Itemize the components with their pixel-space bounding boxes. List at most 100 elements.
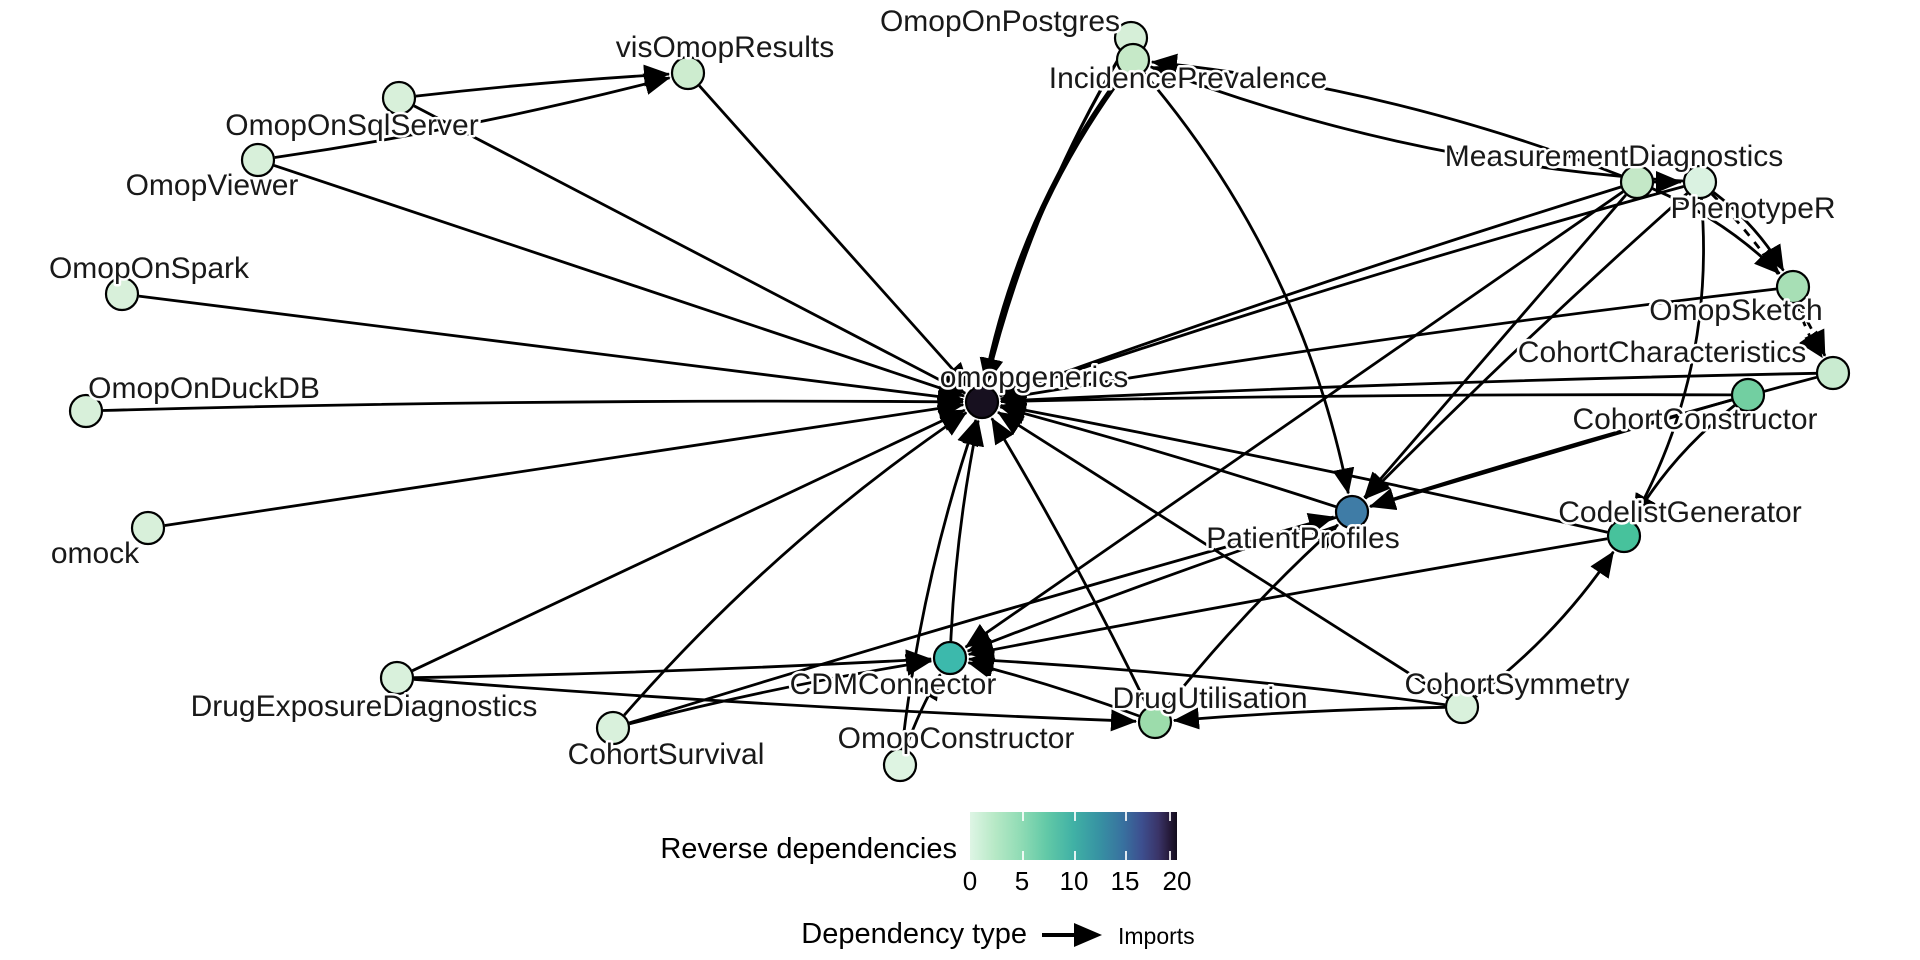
edge-CohortSymmetry-to-omopgenerics xyxy=(997,411,1449,700)
edges-layer xyxy=(102,51,1827,750)
node-DrugUtilisation xyxy=(1137,704,1173,740)
edge-CohortCharacteristics-to-omopgenerics xyxy=(1000,371,1817,411)
node-PatientProfiles xyxy=(1334,494,1370,530)
edge-DrugExposureDiagnostics-to-CDMConnector xyxy=(413,649,932,680)
node-label-OmopViewer: OmopViewer xyxy=(126,169,299,202)
node-OmopOnSqlServer xyxy=(381,80,417,116)
node-OmopConstructor xyxy=(882,747,918,783)
edge-OmopViewer-to-visOmopResults xyxy=(274,73,671,159)
colorbar-tick-mark xyxy=(1074,812,1076,821)
edge-OmopOnSqlServer-to-omopgenerics xyxy=(413,104,967,395)
node-omopgenerics xyxy=(964,384,1000,420)
colorbar-title: Reverse dependencies xyxy=(660,833,957,865)
edge-CohortConstructor-to-CodelistGenerator xyxy=(1632,404,1736,521)
colorbar-tick-15: 15 xyxy=(1110,866,1140,896)
imports-arrow-icon xyxy=(1042,923,1102,947)
node-label-OmopOnDuckDB: OmopOnDuckDB xyxy=(88,372,320,405)
edge-DrugExposureDiagnostics-to-DrugUtilisation xyxy=(413,677,1137,732)
node-label-PhenotypeR: PhenotypeR xyxy=(1670,192,1835,225)
node-OmopOnDuckDB xyxy=(68,393,104,429)
edge-DrugUtilisation-to-PatientProfiles xyxy=(1164,523,1339,710)
node-label-DrugUtilisation: DrugUtilisation xyxy=(1112,682,1307,715)
node-label-visOmopResults: visOmopResults xyxy=(616,31,834,64)
node-CohortSurvival xyxy=(595,710,631,746)
node-OmopOnSpark xyxy=(104,276,140,312)
edge-CohortSymmetry-to-DrugUtilisation xyxy=(1172,705,1446,730)
edge-DrugUtilisation-to-omopgenerics xyxy=(990,417,1149,708)
node-CohortConstructor xyxy=(1730,377,1766,413)
node-label-PatientProfiles: PatientProfiles xyxy=(1206,522,1399,555)
edge-PhenotypeR-to-OmopSketch xyxy=(1712,191,1785,272)
edge-OmopOnSpark-to-omopgenerics xyxy=(138,294,965,408)
colorbar-tick-mark xyxy=(1022,851,1024,860)
edge-CohortConstructor-to-PatientProfiles xyxy=(1369,398,1733,511)
node-label-OmopOnSqlServer: OmopOnSqlServer xyxy=(225,109,478,142)
edge-PhenotypeR-to-omopgenerics xyxy=(999,185,1684,399)
edge-MeasurementDiagnostics-to-IncidencePrevalence xyxy=(1150,53,1622,178)
node-label-omopgenerics: omopgenerics xyxy=(940,361,1128,394)
node-label-omock: omock xyxy=(51,537,140,570)
nodes-layer xyxy=(68,20,1851,783)
node-OmopSketch xyxy=(1775,269,1811,305)
node-IncidencePrevalence xyxy=(1115,42,1151,78)
edge-CDMConnector-to-omopgenerics xyxy=(949,419,984,642)
reverse-dependencies-colorbar xyxy=(970,812,1177,860)
colorbar-tick-mark xyxy=(1074,851,1076,860)
edge-IncidencePrevalence-to-PatientProfiles xyxy=(1142,72,1355,495)
labels-layer: visOmopResultsOmopOnSqlServerOmopViewerO… xyxy=(46,3,1838,774)
edge-OmopOnSqlServer-to-visOmopResults xyxy=(415,64,670,98)
node-label-OmopOnPostgres: OmopOnPostgres xyxy=(880,5,1120,38)
edge-CohortSymmetry-to-CDMConnector xyxy=(968,649,1446,707)
node-label-MeasurementDiagnostics: MeasurementDiagnostics xyxy=(1445,140,1783,173)
node-PhenotypeR xyxy=(1682,164,1718,200)
node-MeasurementDiagnostics xyxy=(1619,164,1655,200)
edge-omock-to-omopgenerics xyxy=(164,397,965,527)
node-visOmopResults xyxy=(670,55,706,91)
colorbar-tick-mark xyxy=(1169,851,1171,860)
edge-CohortSymmetry-to-CodelistGenerator xyxy=(1474,550,1615,698)
node-label-OmopSketch: OmopSketch xyxy=(1649,294,1822,327)
edge-DrugUtilisation-to-CDMConnector xyxy=(967,658,1140,718)
colorbar-tick-20: 20 xyxy=(1162,866,1192,896)
edge-CohortConstructor-to-omopgenerics xyxy=(1000,390,1732,413)
node-CohortSymmetry xyxy=(1444,689,1480,725)
edge-visOmopResults-to-omopgenerics xyxy=(698,84,971,389)
node-CDMConnector xyxy=(932,640,968,676)
edge-PhenotypeR-to-PatientProfiles xyxy=(1364,192,1689,500)
node-label-CodelistGenerator: CodelistGenerator xyxy=(1558,496,1801,529)
node-label-CohortSymmetry: CohortSymmetry xyxy=(1404,668,1629,701)
edge-MeasurementDiagnostics-to-omopgenerics xyxy=(998,185,1622,398)
edge-OmopSketch-to-omopgenerics xyxy=(999,287,1777,406)
edge-OmopOnDuckDB-to-omopgenerics xyxy=(102,390,964,413)
node-label-CDMConnector: CDMConnector xyxy=(790,668,997,701)
colorbar-tick-0: 0 xyxy=(962,866,978,896)
edge-IncidencePrevalence-to-omopgenerics xyxy=(979,72,1126,385)
edge-CohortSurvival-to-CDMConnector xyxy=(629,654,933,726)
node-DrugExposureDiagnostics xyxy=(379,660,415,696)
edge-PhenotypeR-to-IncidencePrevalence xyxy=(1149,65,1684,183)
edge-OmopViewer-to-omopgenerics xyxy=(273,164,965,399)
colorbar-tick-mark xyxy=(1125,812,1127,821)
node-OmopViewer xyxy=(240,142,276,178)
edge-PhenotypeR-to-CodelistGenerator xyxy=(1631,198,1705,521)
imports-legend-label: Imports xyxy=(1118,923,1195,949)
edge-PatientProfiles-to-CDMConnector xyxy=(966,516,1337,653)
colorbar-tick-10: 10 xyxy=(1059,866,1089,896)
node-omock xyxy=(130,510,166,546)
node-label-OmopConstructor: OmopConstructor xyxy=(838,722,1075,755)
colorbar-tick-5: 5 xyxy=(1014,866,1030,896)
edge-CohortSurvival-to-omopgenerics xyxy=(623,411,968,717)
node-label-CohortSurvival: CohortSurvival xyxy=(568,738,765,771)
edge-MeasurementDiagnostics-to-PatientProfiles xyxy=(1363,193,1627,499)
colorbar-tick-mark xyxy=(1022,812,1024,821)
node-label-CohortConstructor: CohortConstructor xyxy=(1572,403,1817,436)
edge-DrugExposureDiagnostics-to-omopgenerics xyxy=(411,408,966,672)
edge-PhenotypeR-to-CohortCharacteristics xyxy=(1710,193,1827,357)
edge-OmopSketch-to-CohortCharacteristics xyxy=(1796,303,1824,359)
node-CohortCharacteristics xyxy=(1815,355,1851,391)
colorbar-tick-mark xyxy=(1169,812,1171,821)
colorbar-tick-mark xyxy=(1125,851,1127,860)
edge-CodelistGenerator-to-omopgenerics xyxy=(999,399,1608,534)
